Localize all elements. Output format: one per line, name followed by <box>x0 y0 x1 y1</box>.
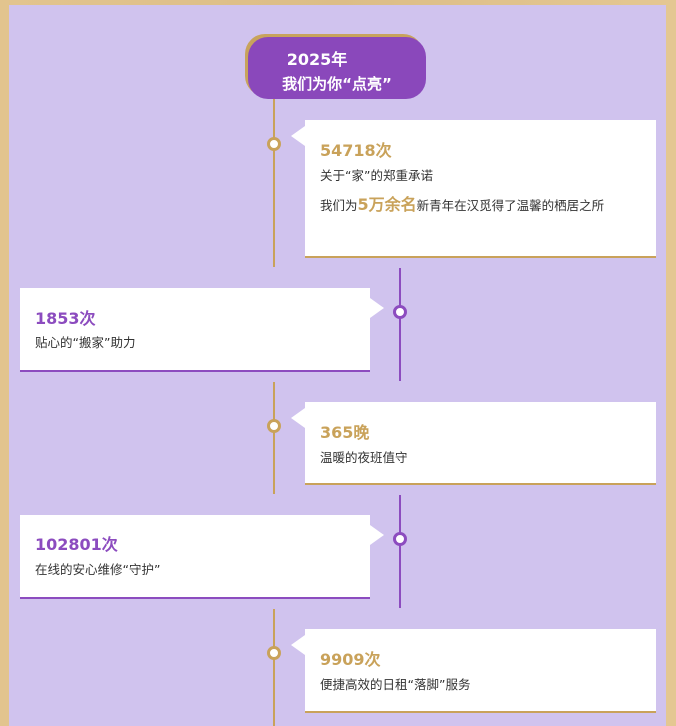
timeline-node-icon <box>393 305 407 319</box>
timeline-card: 9909次 便捷高效的日租“落脚”服务 <box>291 629 656 713</box>
header-year: 2025年 <box>286 50 348 69</box>
timeline-node-icon <box>267 646 281 660</box>
timeline-card: 365晚 温暖的夜班值守 <box>291 402 656 485</box>
timeline-line-purple <box>399 268 401 381</box>
card-pointer-icon <box>370 525 384 545</box>
timeline-line-purple <box>399 495 401 608</box>
card-description: 关于“家”的郑重承诺 <box>320 168 433 183</box>
timeline-line-gold <box>273 609 275 726</box>
extra-prefix: 我们为 <box>320 198 358 213</box>
timeline-node-icon <box>267 419 281 433</box>
extra-suffix: 新青年在汉觅得了温馨的栖居之所 <box>416 198 605 213</box>
card-pointer-icon <box>291 635 305 655</box>
card-pointer-icon <box>291 126 305 146</box>
extra-highlight: 5万余名 <box>357 195 417 214</box>
card-number: 365晚 <box>320 423 370 442</box>
timeline-card: 1853次 贴心的“搬家”助力 <box>20 288 384 372</box>
card-description: 便捷高效的日租“落脚”服务 <box>320 677 471 692</box>
timeline-node-icon <box>267 137 281 151</box>
card-description: 在线的安心维修“守护” <box>35 562 161 577</box>
header-subtitle: 我们为你“点亮” <box>282 75 392 93</box>
card-extra-text: 我们为5万余名新青年在汉觅得了温馨的栖居之所 <box>320 193 650 218</box>
timeline-card: 102801次 在线的安心维修“守护” <box>20 515 384 599</box>
card-description: 温暖的夜班值守 <box>320 450 408 465</box>
card-number: 102801次 <box>35 535 118 554</box>
card-number: 54718次 <box>320 141 392 160</box>
card-pointer-icon <box>291 408 305 428</box>
timeline-line-gold <box>273 382 275 494</box>
timeline-card: 54718次 关于“家”的郑重承诺 我们为5万余名新青年在汉觅得了温馨的栖居之所 <box>291 120 656 258</box>
card-number: 9909次 <box>320 650 381 669</box>
card-pointer-icon <box>370 298 384 318</box>
timeline-node-icon <box>393 532 407 546</box>
timeline-line-gold <box>273 99 275 267</box>
header-badge: 2025年 我们为你“点亮” <box>248 37 426 99</box>
card-number: 1853次 <box>35 309 96 328</box>
card-description: 贴心的“搬家”助力 <box>35 335 136 350</box>
